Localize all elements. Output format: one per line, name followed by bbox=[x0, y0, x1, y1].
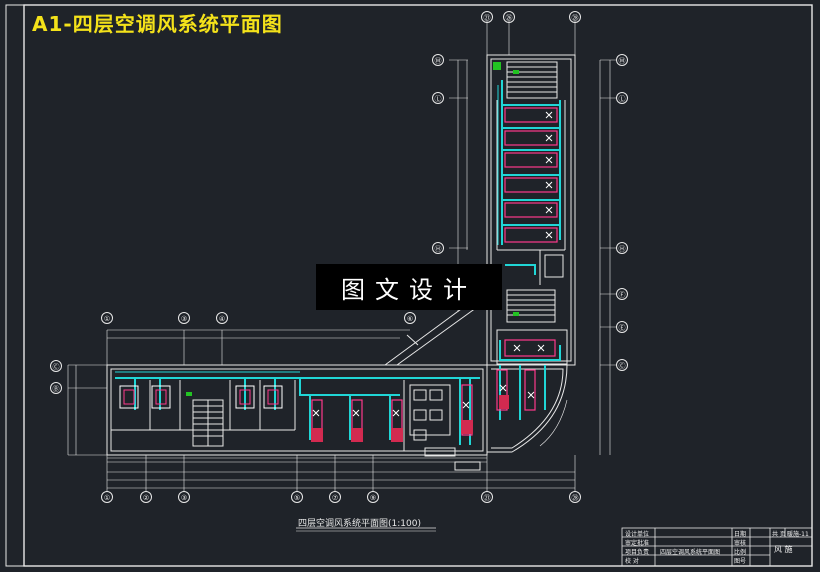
axis-bubble-bottom: ⑦ bbox=[329, 491, 341, 503]
plan-caption: 四层空调风系统平面图(1:100) bbox=[298, 519, 421, 529]
axis-bubble-bottom: ① bbox=[101, 491, 113, 503]
axis-bubble-right_side: Ⓗ bbox=[616, 242, 628, 254]
tb-label-date: 日期 bbox=[734, 531, 747, 538]
return-grilles bbox=[311, 395, 509, 442]
duct-system bbox=[115, 80, 561, 445]
fan-coil-units bbox=[119, 385, 283, 409]
axis-bubble-top: ㉖ bbox=[503, 11, 515, 23]
axis-bubble-top: ㉘ bbox=[569, 11, 581, 23]
axis-bubble-upper: ④ bbox=[216, 312, 228, 324]
axis-bubble-left_of_wing: Ⓗ bbox=[432, 242, 444, 254]
axis-bubble-left_of_wing: Ⓛ bbox=[432, 92, 444, 104]
green-markers bbox=[186, 62, 519, 396]
axis-bubble-bottom: ⑤ bbox=[291, 491, 303, 503]
tb-label-checker: 校 对 bbox=[625, 558, 639, 565]
indoor-units bbox=[311, 107, 558, 441]
tb-label-scale: 比例 bbox=[734, 549, 747, 556]
tb-label-drawing-no: 图号 bbox=[734, 558, 747, 565]
axis-bubble-right_side: Ⓛ bbox=[616, 92, 628, 104]
inner-frame bbox=[23, 4, 813, 567]
axis-bubble-upper: ⑥ bbox=[404, 312, 416, 324]
tb-sheet-name: 四层空调风系统平面图 bbox=[660, 549, 721, 556]
axis-bubble-left: Ⓒ bbox=[50, 360, 62, 372]
tb-remarks: 共 页 bbox=[772, 531, 786, 538]
axis-bubble-top: ㉑ bbox=[481, 11, 493, 23]
axis-bubble-right_side: Ⓕ bbox=[616, 288, 628, 300]
axis-bubble-left: Ⓑ bbox=[50, 382, 62, 394]
watermark-label: 图文设计 bbox=[316, 264, 502, 310]
west-wing bbox=[67, 289, 576, 492]
axis-bubble-bottom: ③ bbox=[178, 491, 190, 503]
air-diffusers bbox=[312, 111, 553, 417]
sheet-title: A1-四层空调风系统平面图 bbox=[32, 12, 283, 36]
axis-bubble-right_side: Ⓒ bbox=[616, 359, 628, 371]
tb-label-approval: 审定批准 bbox=[625, 540, 650, 547]
tb-drawing-number: 暖施-11 bbox=[787, 531, 809, 538]
axis-bubble-right_side: Ⓜ bbox=[616, 54, 628, 66]
curtain-wall-arc bbox=[539, 399, 568, 447]
axis-bubble-upper: ① bbox=[101, 312, 113, 324]
tb-label-review: 审核 bbox=[734, 540, 747, 547]
axis-bubble-bottom: ㉘ bbox=[569, 491, 581, 503]
axis-bubble-bottom: ⑨ bbox=[367, 491, 379, 503]
tb-label-design-unit: 设计单位 bbox=[625, 531, 650, 538]
tb-label-project-lead: 项目负责 bbox=[625, 549, 650, 556]
axis-bubble-left_of_wing: Ⓜ bbox=[432, 54, 444, 66]
axis-bubble-bottom: ㉑ bbox=[481, 491, 493, 503]
axis-bubble-upper: ③ bbox=[178, 312, 190, 324]
tb-note-big: 风 施 bbox=[774, 545, 793, 554]
axis-bubble-right_side: Ⓔ bbox=[616, 321, 628, 333]
axis-bubble-bottom: ② bbox=[140, 491, 152, 503]
